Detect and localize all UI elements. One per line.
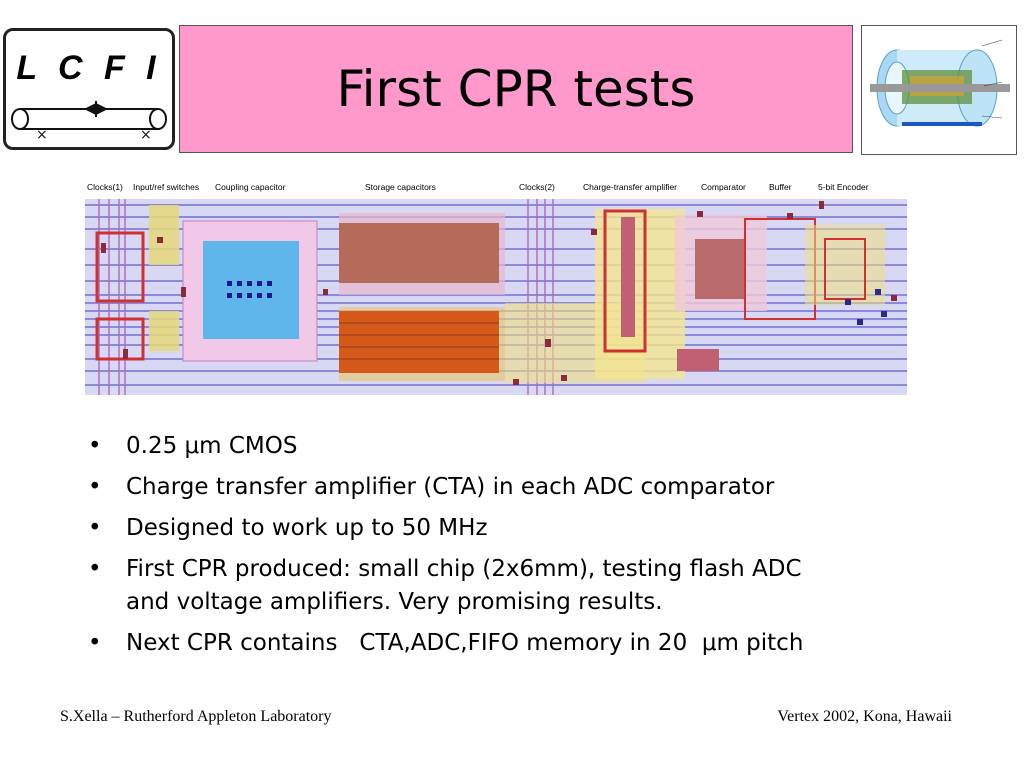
chip-label-coupling-capacitor: Coupling capacitor — [215, 182, 286, 192]
bullet-dot-icon: • — [88, 474, 102, 500]
page-title: First CPR tests — [336, 60, 696, 118]
chip-label-storage-capacitors: Storage capacitors — [365, 182, 436, 192]
chip-label-encoder: 5-bit Encoder — [818, 182, 869, 192]
svg-text:×: × — [140, 127, 152, 143]
footer-author: S.Xella – Rutherford Appleton Laboratory — [60, 708, 332, 725]
bullet-text: 0.25 μm CMOS — [126, 433, 298, 459]
logo-text: L C F I — [16, 49, 162, 87]
chip-label-input-ref-switches: Input/ref switches — [133, 182, 200, 192]
chip-label-clocks2: Clocks(2) — [519, 182, 555, 192]
bullet-item: • Charge transfer amplifier (CTA) in eac… — [88, 471, 988, 504]
footer-event: Vertex 2002, Kona, Hawaii — [777, 708, 952, 725]
bullet-item: • Designed to work up to 50 MHz — [88, 512, 988, 545]
bullet-item: • 0.25 μm CMOS — [88, 430, 988, 463]
svg-text:×: × — [36, 127, 48, 143]
bullet-text: Charge transfer amplifier (CTA) in each … — [126, 474, 775, 500]
bullet-text: Next CPR contains CTA,ADC,FIFO memory in… — [126, 630, 804, 656]
bullet-dot-icon: • — [88, 433, 102, 459]
bullet-text-continued: and voltage amplifiers. Very promising r… — [126, 589, 663, 615]
bullet-list: • 0.25 μm CMOS • Charge transfer amplifi… — [88, 430, 988, 668]
title-banner: First CPR tests — [179, 25, 853, 153]
bullet-item: • Next CPR contains CTA,ADC,FIFO memory … — [88, 627, 988, 660]
lcfi-logo: L C F I × × — [3, 28, 175, 150]
detector-image — [861, 25, 1017, 155]
detector-illustration-icon — [862, 26, 1016, 154]
bullet-text: Designed to work up to 50 MHz — [126, 515, 488, 541]
bullet-text: First CPR produced: small chip (2x6mm), … — [126, 556, 802, 582]
chip-layout-image — [85, 199, 907, 395]
chip-section-labels: Clocks(1) Input/ref switches Coupling ca… — [85, 182, 907, 194]
chip-label-charge-transfer-amplifier: Charge-transfer amplifier — [583, 182, 678, 192]
chip-label-comparator: Comparator — [701, 182, 746, 192]
chip-label-clocks1: Clocks(1) — [87, 182, 123, 192]
bullet-dot-icon: • — [88, 630, 102, 656]
bullet-dot-icon: • — [88, 556, 102, 582]
chip-label-buffer: Buffer — [769, 182, 792, 192]
bullet-dot-icon: • — [88, 515, 102, 541]
logo-diagram-icon: × × — [11, 101, 167, 143]
bullet-item: • First CPR produced: small chip (2x6mm)… — [88, 553, 988, 619]
